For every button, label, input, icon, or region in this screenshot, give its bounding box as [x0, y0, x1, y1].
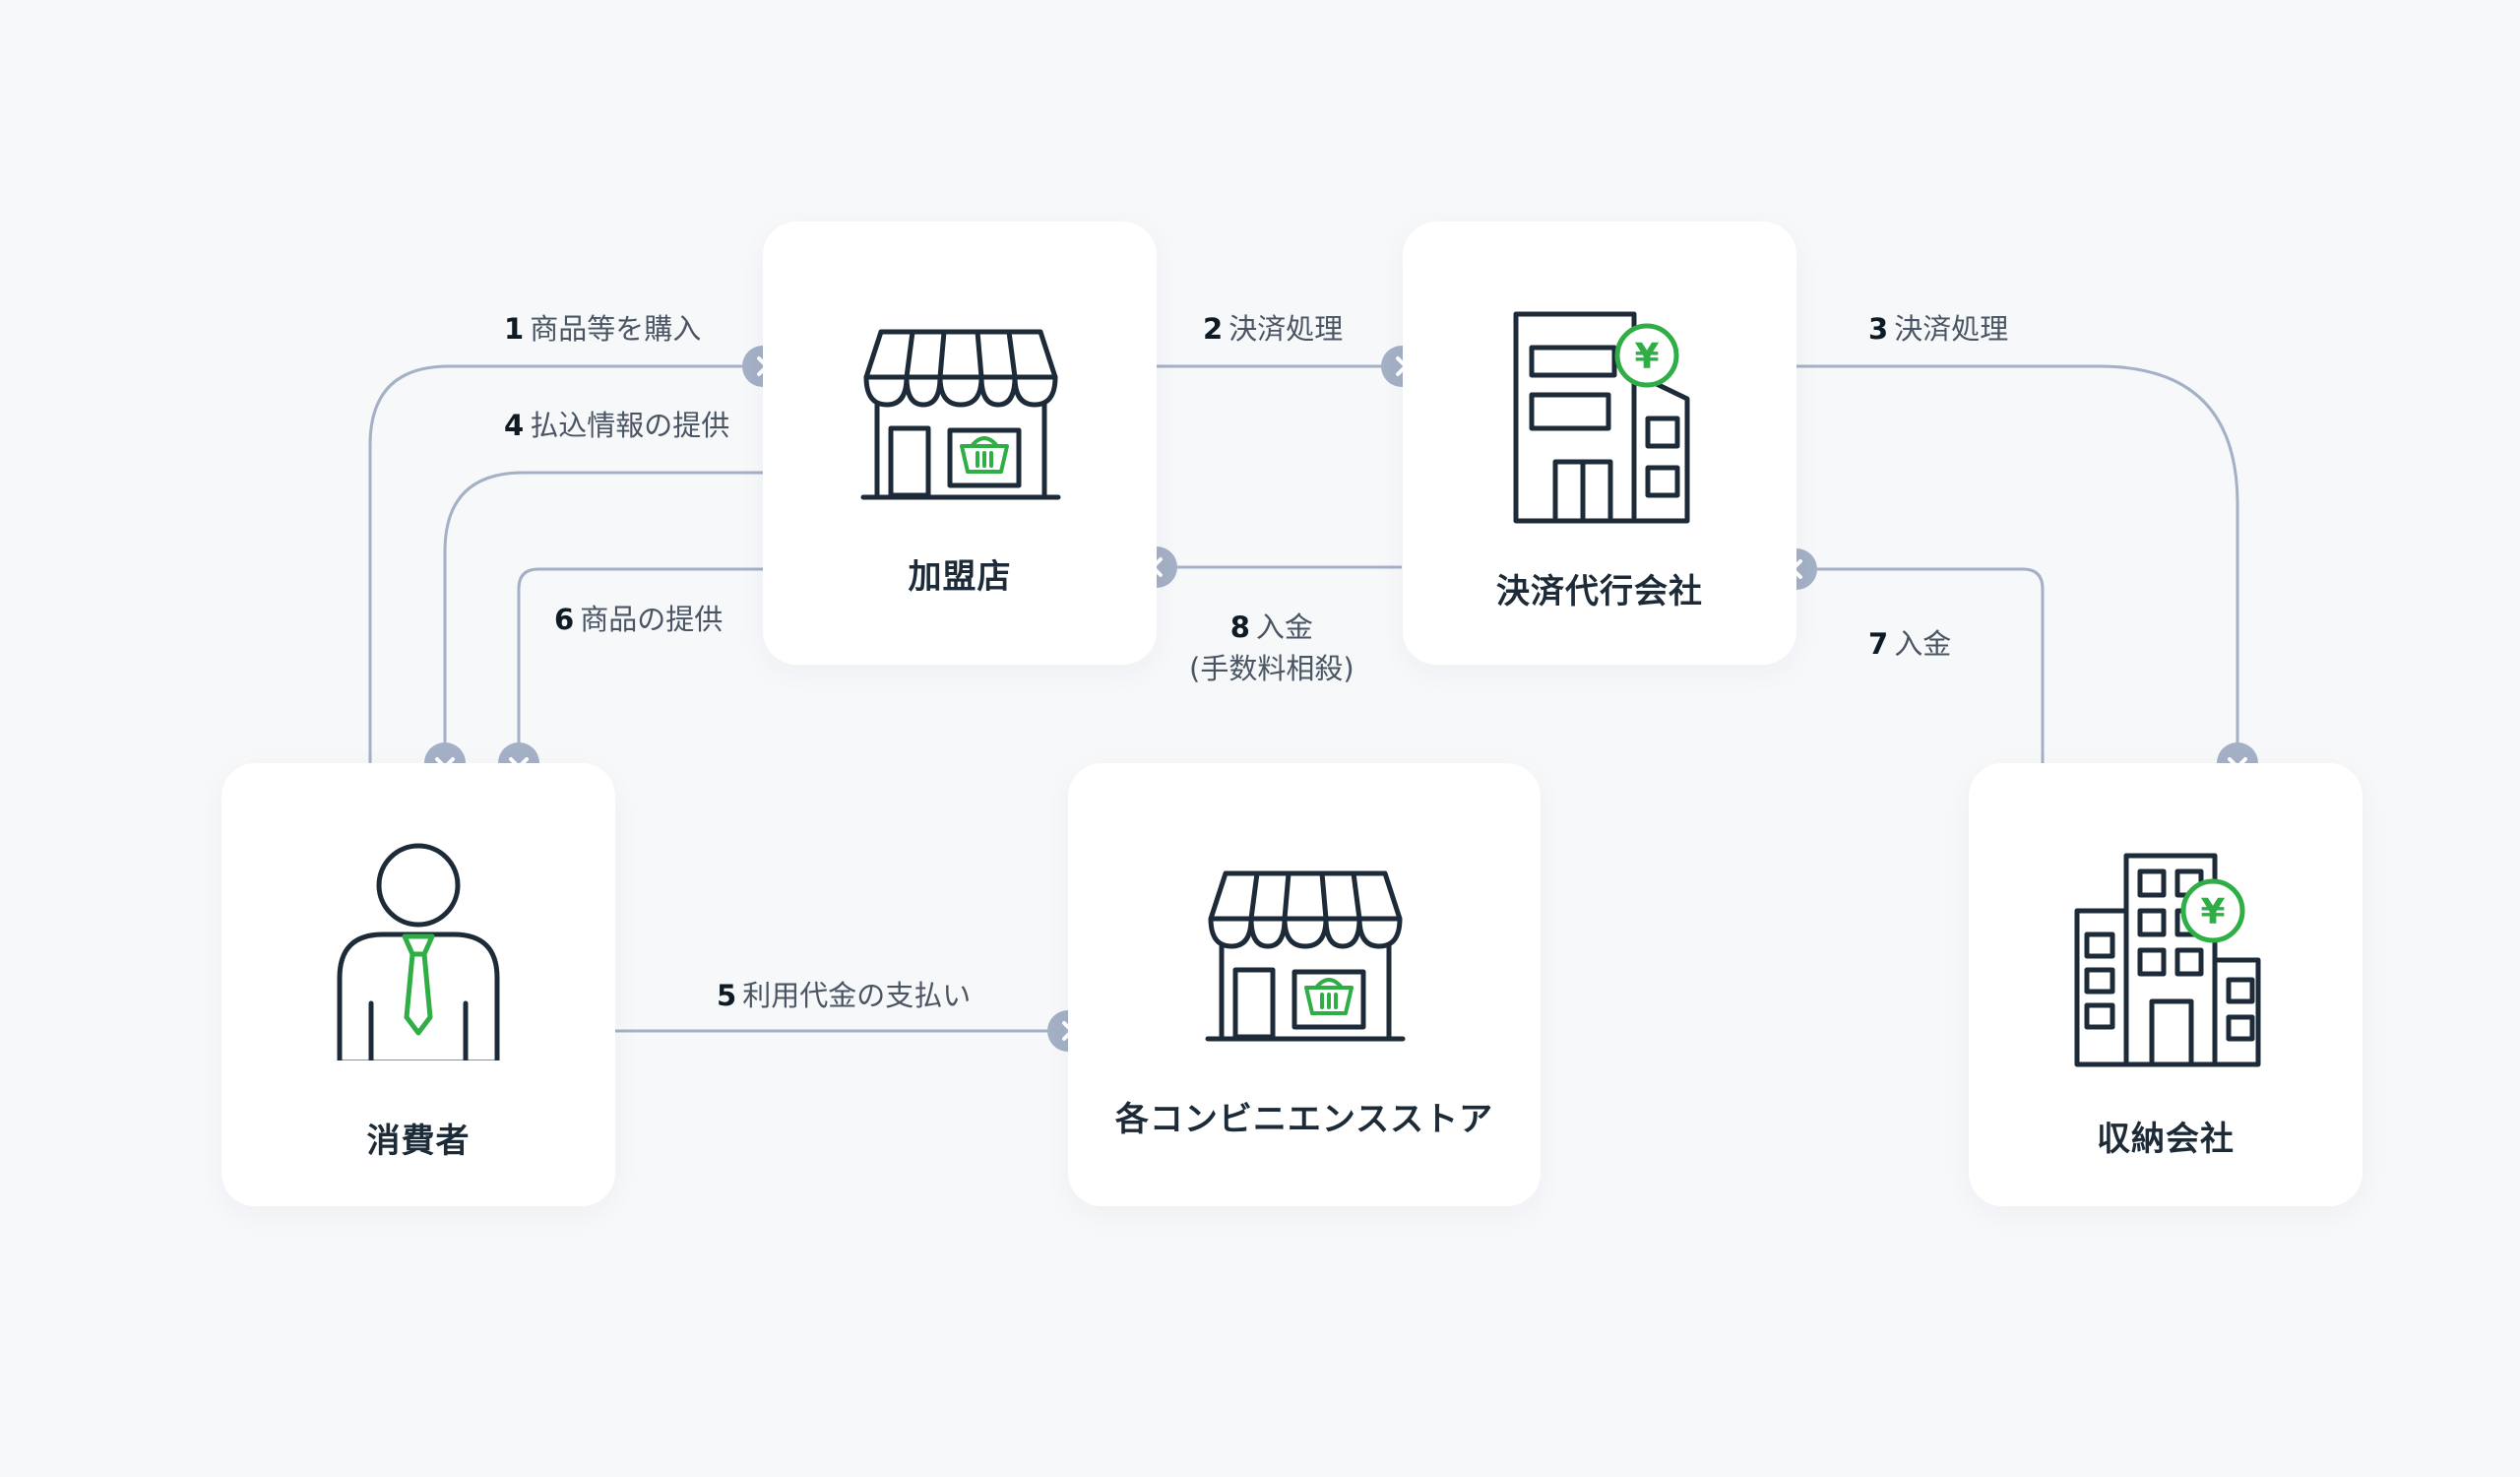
step-number: 4 [504, 409, 525, 442]
flow-line-1 [368, 364, 763, 763]
yen-symbol: ¥ [2200, 892, 2225, 932]
step-number: 5 [717, 979, 737, 1012]
payment-agent-label: 決済代行会社 [1496, 572, 1703, 611]
collection-company-label: 収納会社 [2097, 1120, 2235, 1159]
flow-line-7 [1796, 567, 2045, 763]
step-text: 商品等を購入 [530, 312, 702, 346]
office-buildings-yen-icon: ¥ [2074, 853, 2261, 1067]
step-number: 7 [1868, 627, 1889, 661]
convenience-store-card: 各コンビニエンスストア [1068, 763, 1541, 1206]
step-number: 2 [1203, 312, 1224, 346]
convenience-store-label: 各コンビニエンスストア [1114, 1100, 1494, 1139]
step-number: 6 [554, 603, 575, 636]
consumer-label: 消費者 [366, 1122, 471, 1161]
step-number: 3 [1868, 312, 1889, 346]
step-number: 1 [504, 312, 525, 346]
step-text: 入金 [1894, 627, 1952, 661]
flow-line-6 [517, 567, 763, 763]
step-text: 入金 [1255, 610, 1313, 644]
office-building-yen-icon: ¥ [1513, 311, 1690, 524]
step-text: 決済処理 [1894, 312, 2009, 346]
step-text: 払込情報の提供 [530, 409, 730, 442]
step-number: 8 [1229, 610, 1250, 644]
yen-symbol: ¥ [1634, 337, 1659, 377]
shop-icon [1205, 870, 1406, 1042]
flow-line-3 [1796, 364, 2239, 763]
flow-line-4 [443, 471, 763, 763]
step-text: 決済処理 [1228, 312, 1344, 346]
payment-agent-card: ¥ 決済代行会社 [1403, 222, 1796, 665]
merchant-card: 加盟店 [763, 222, 1157, 665]
step-note: (手数料相殺) [1189, 652, 1354, 685]
collection-company-card: ¥ 収納会社 [1969, 763, 2362, 1206]
shop-icon [860, 329, 1061, 500]
person-icon [337, 843, 500, 1060]
consumer-card: 消費者 [221, 763, 615, 1206]
step-text: 利用代金の支払い [742, 979, 972, 1012]
step-text: 商品の提供 [580, 603, 724, 636]
merchant-label: 加盟店 [908, 557, 1012, 597]
